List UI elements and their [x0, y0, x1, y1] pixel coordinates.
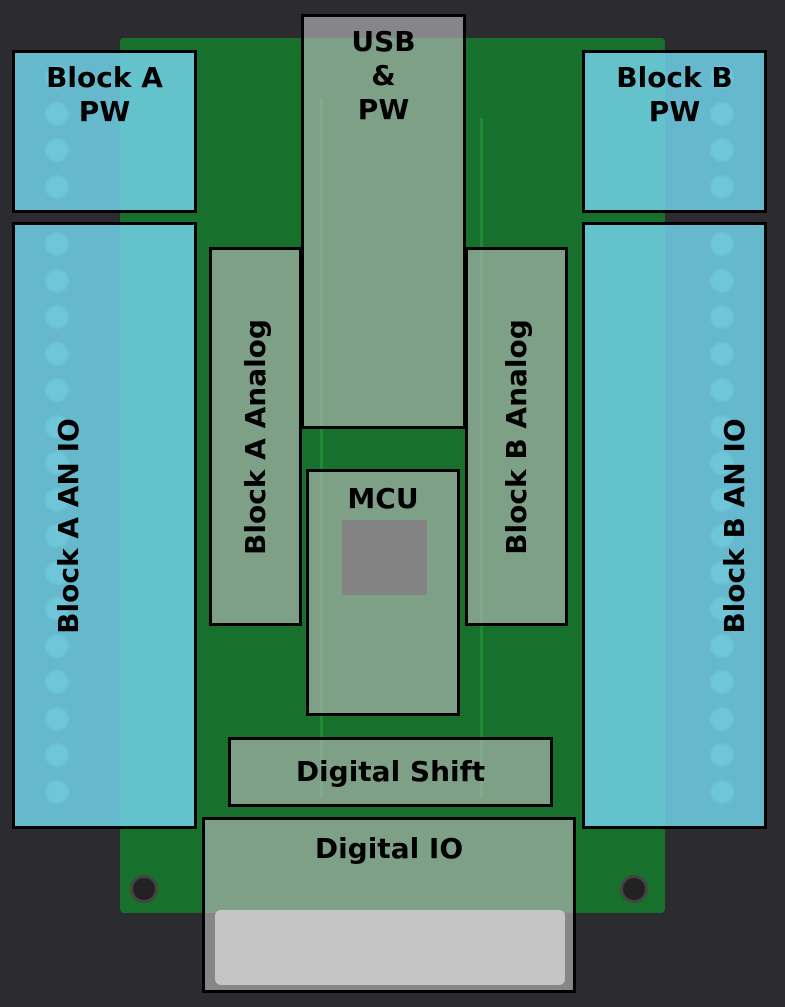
mount-ear-right: [575, 830, 665, 910]
block-b-pw-region: Block B PW: [582, 50, 767, 213]
screw-icon: [620, 875, 648, 903]
block-b-analog-label: Block B Analog: [499, 318, 533, 555]
usb-pw-label: USB & PW: [351, 25, 416, 126]
block-a-an-io-region: Block A AN IO: [12, 222, 197, 829]
block-a-analog-region: Block A Analog: [209, 247, 302, 626]
usb-pw-region: USB & PW: [301, 14, 466, 429]
mcu-region: MCU: [306, 469, 460, 716]
block-b-pw-label: Block B PW: [616, 61, 733, 128]
block-a-pw-region: Block A PW: [12, 50, 197, 213]
digital-io-label: Digital IO: [314, 832, 464, 865]
trace: [320, 98, 323, 798]
block-b-an-io-label: Block B AN IO: [718, 417, 752, 634]
digital-shift-label: Digital Shift: [295, 755, 486, 788]
block-a-an-io-label: Block A AN IO: [51, 417, 85, 634]
block-a-pw-label: Block A PW: [46, 61, 163, 128]
block-a-analog-label: Block A Analog: [238, 318, 272, 555]
screw-icon: [130, 875, 158, 903]
block-b-an-io-region: Block B AN IO: [582, 222, 767, 829]
digital-shift-region: Digital Shift: [228, 737, 553, 807]
block-b-analog-region: Block B Analog: [465, 247, 568, 626]
mcu-label: MCU: [347, 482, 419, 515]
digital-io-region: Digital IO: [202, 817, 576, 993]
